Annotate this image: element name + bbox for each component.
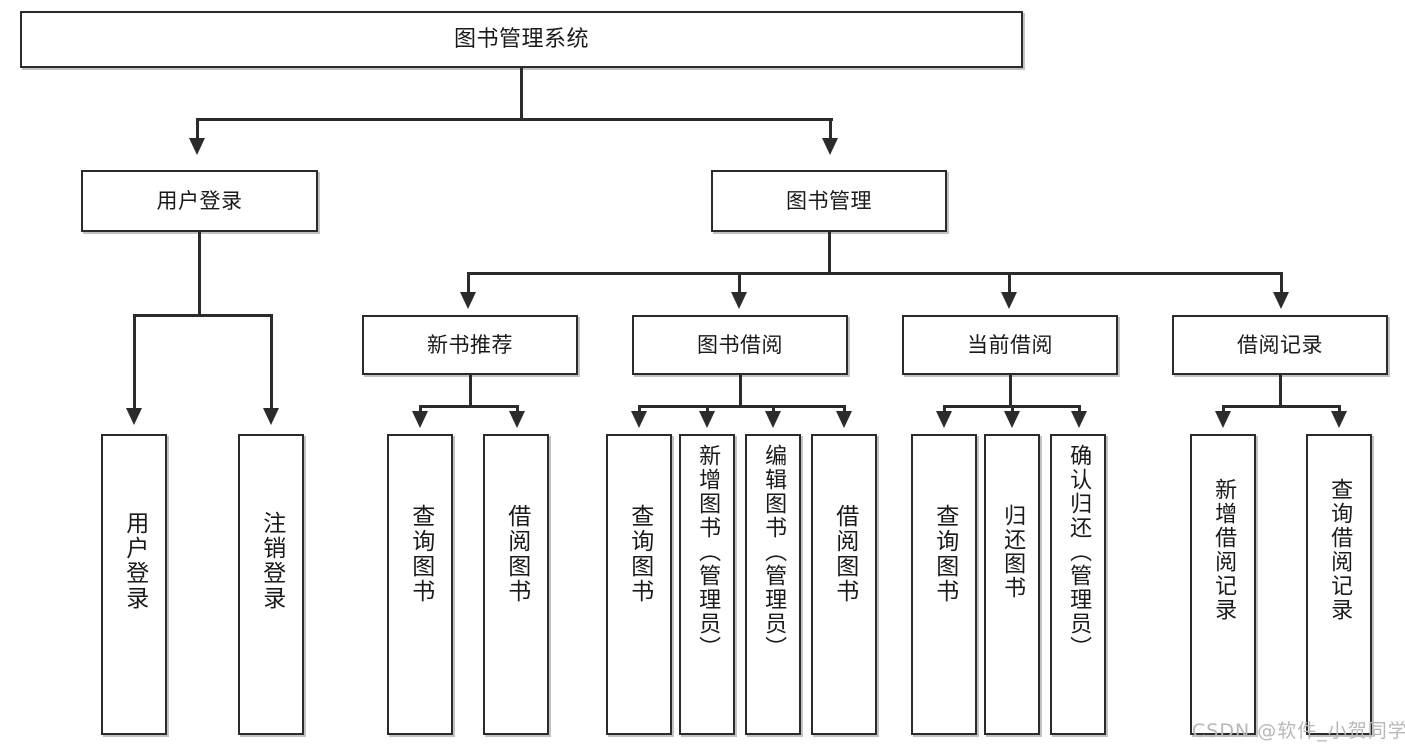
connector-borrow-record-leaf2 <box>1338 405 1341 415</box>
connector-new-book-bus <box>420 405 518 408</box>
node-label: 借阅记录 <box>1237 332 1323 357</box>
connector-book-borrow-bus <box>639 405 845 408</box>
connector-borrow-record-bus <box>1223 405 1340 408</box>
node-book-management[interactable]: 图书管理 <box>711 170 947 232</box>
node-label: 当前借阅 <box>967 332 1053 357</box>
connector-current-borrow-leaf1 <box>943 405 946 415</box>
arrowhead-leaf-query-record <box>1331 411 1347 428</box>
arrowhead-leaf-borrow-book-2 <box>836 411 852 428</box>
arrowhead-leaf-return-book <box>1004 411 1020 428</box>
node-leaf-query-book-recommend[interactable]: 查询图书 <box>387 434 453 735</box>
node-label: 新增图书（管理员） <box>695 444 721 660</box>
arrowhead-book-borrow <box>731 292 747 309</box>
node-leaf-borrow-book-recommend[interactable]: 借阅图书 <box>483 434 549 735</box>
connector-root-stem <box>520 68 523 120</box>
node-label: 归还图书 <box>1000 504 1026 600</box>
connector-current-borrow-leaf2 <box>1011 405 1014 415</box>
node-leaf-add-borrow-record[interactable]: 新增借阅记录 <box>1190 434 1256 735</box>
connector-book-manage-stem <box>828 232 831 274</box>
connector-to-book-borrow <box>738 272 741 296</box>
arrowhead-current-borrow <box>1001 292 1017 309</box>
node-leaf-borrow-book[interactable]: 借阅图书 <box>811 434 877 735</box>
arrowhead-leaf-edit-book <box>765 411 781 428</box>
connector-user-login-to-leaf1 <box>133 314 136 412</box>
connector-to-borrow-record <box>1280 272 1283 296</box>
node-leaf-edit-book[interactable]: 编辑图书（管理员） <box>745 434 801 735</box>
connector-root-to-book-manage <box>829 118 832 142</box>
node-label: 查询图书 <box>626 504 653 604</box>
arrowhead-leaf-confirm-return <box>1071 411 1087 428</box>
connector-to-new-book-recommend <box>467 272 470 296</box>
node-label: 用户登录 <box>121 511 148 611</box>
node-label: 编辑图书（管理员） <box>761 444 787 660</box>
node-label: 借阅图书 <box>831 504 858 604</box>
connector-book-manage-bus <box>468 272 1282 275</box>
connector-current-borrow-stem <box>1009 375 1012 407</box>
node-book-borrow[interactable]: 图书借阅 <box>632 315 848 375</box>
node-label: 图书借阅 <box>697 332 783 357</box>
connector-root-to-user-login <box>196 118 199 142</box>
node-book-management-system[interactable]: 图书管理系统 <box>20 11 1023 68</box>
arrowhead-to-book-manage <box>822 138 838 155</box>
arrowhead-leaf-query-book-2 <box>631 411 647 428</box>
connector-borrow-record-leaf1 <box>1222 405 1225 415</box>
connector-user-login-bus <box>134 314 272 317</box>
arrowhead-new-book-recommend <box>460 292 476 309</box>
node-label: 新增借阅记录 <box>1211 478 1237 622</box>
node-label: 图书管理系统 <box>453 26 589 52</box>
arrowhead-to-user-login <box>189 138 205 155</box>
arrowhead-leaf-logout-login <box>263 408 279 425</box>
connector-to-current-borrow <box>1008 272 1011 296</box>
connector-new-book-stem <box>469 375 472 407</box>
node-label: 图书管理 <box>786 188 872 213</box>
node-label: 新书推荐 <box>427 332 513 357</box>
node-leaf-return-book[interactable]: 归还图书 <box>984 434 1040 735</box>
node-label: 确认归还（管理员） <box>1066 444 1092 660</box>
connector-borrow-record-stem <box>1279 375 1282 407</box>
connector-user-login-stem <box>198 232 201 316</box>
arrowhead-leaf-query-book-1 <box>412 411 428 428</box>
connector-current-borrow-leaf3 <box>1078 405 1081 415</box>
arrowhead-leaf-query-book-3 <box>936 411 952 428</box>
connector-user-login-to-leaf2 <box>270 314 273 412</box>
connector-book-borrow-stem <box>739 375 742 407</box>
node-leaf-logout-login[interactable]: 注销登录 <box>238 434 304 735</box>
arrowhead-borrow-record <box>1273 292 1289 309</box>
node-leaf-user-login[interactable]: 用户登录 <box>101 434 167 735</box>
node-user-login[interactable]: 用户登录 <box>81 170 318 232</box>
arrowhead-leaf-add-book <box>699 411 715 428</box>
node-leaf-query-book-borrow[interactable]: 查询图书 <box>606 434 672 735</box>
connector-book-borrow-leaf1 <box>638 405 641 415</box>
node-label: 查询借阅记录 <box>1327 478 1353 622</box>
node-leaf-add-book[interactable]: 新增图书（管理员） <box>679 434 735 735</box>
node-label: 查询图书 <box>407 504 434 604</box>
connector-book-borrow-leaf2 <box>706 405 709 415</box>
node-label: 注销登录 <box>258 511 285 611</box>
node-label: 用户登录 <box>156 188 243 213</box>
connector-book-borrow-leaf3 <box>772 405 775 415</box>
node-leaf-query-book-current[interactable]: 查询图书 <box>911 434 977 735</box>
arrowhead-leaf-borrow-book-1 <box>509 411 525 428</box>
node-leaf-query-borrow-record[interactable]: 查询借阅记录 <box>1306 434 1372 735</box>
node-leaf-confirm-return[interactable]: 确认归还（管理员） <box>1050 434 1106 735</box>
node-label: 借阅图书 <box>503 504 530 604</box>
connector-new-book-leaf2 <box>516 405 519 415</box>
node-label: 查询图书 <box>931 504 958 604</box>
arrowhead-leaf-user-login <box>126 408 142 425</box>
node-new-book-recommend[interactable]: 新书推荐 <box>362 315 578 375</box>
node-current-borrow[interactable]: 当前借阅 <box>902 315 1118 375</box>
connector-new-book-leaf1 <box>419 405 422 415</box>
arrowhead-leaf-add-record <box>1215 411 1231 428</box>
connector-book-borrow-leaf4 <box>843 405 846 415</box>
node-borrow-record[interactable]: 借阅记录 <box>1172 315 1388 375</box>
connector-root-bus <box>197 118 833 121</box>
